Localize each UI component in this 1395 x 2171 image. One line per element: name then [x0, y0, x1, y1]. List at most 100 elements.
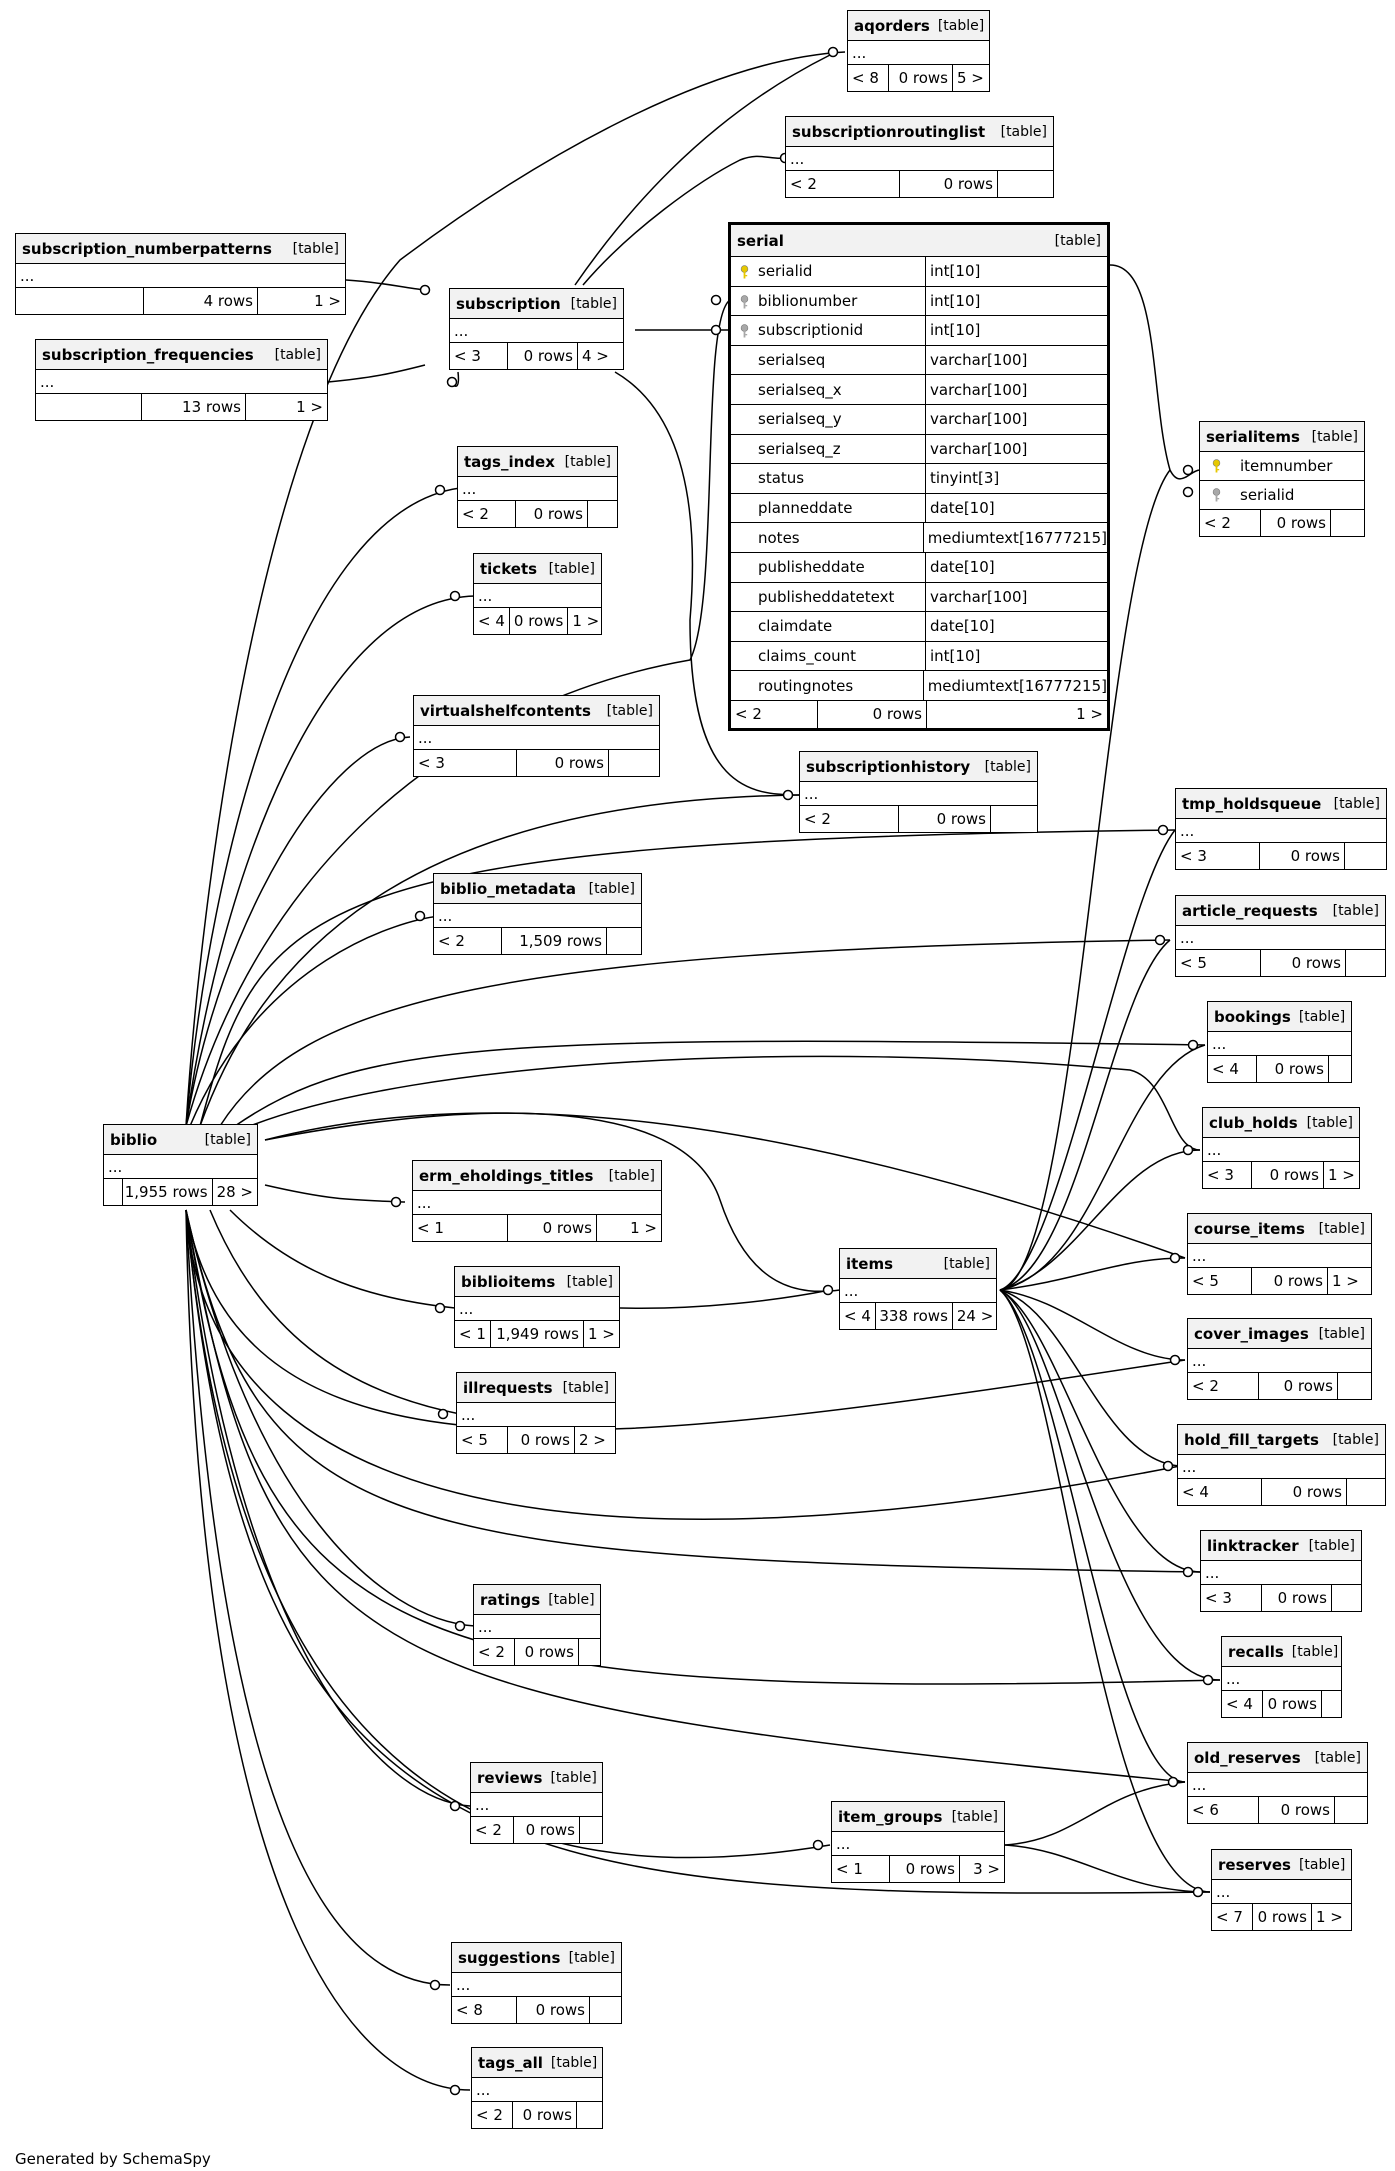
row-count: 338 rows	[874, 1303, 952, 1329]
parents-count: < 2	[438, 932, 465, 950]
table-subscription-frequencies[interactable]: subscription_frequencies[table] ... 13 r…	[35, 339, 328, 421]
parents-count: < 2	[462, 505, 489, 523]
edge-items-serialitems	[999, 469, 1171, 1291]
table-name: serial	[737, 231, 784, 250]
table-name: biblio	[110, 1130, 158, 1149]
parents-count: < 5	[1192, 1272, 1219, 1290]
table-name: old_reserves	[1194, 1748, 1301, 1767]
edge-biblio-aqorders	[185, 51, 846, 1127]
parents-count: < 2	[804, 810, 831, 828]
children-count	[1331, 1585, 1361, 1611]
column-type: varchar[100]	[930, 410, 1028, 429]
column-name: serialseq	[731, 345, 926, 375]
edge-biblio-biblio-metadata	[189, 915, 441, 1127]
children-count	[997, 171, 1053, 197]
column-type: date[10]	[930, 617, 995, 636]
table-tag: [table]	[1332, 902, 1379, 919]
table-tag: [table]	[204, 1131, 251, 1148]
table-tag: [table]	[588, 880, 635, 897]
row-count: 0 rows	[898, 806, 990, 832]
table-tag: [table]	[951, 1808, 998, 1825]
edge-numberpatterns-subscription	[345, 279, 426, 291]
table-tag: [table]	[984, 758, 1031, 775]
row-count: 0 rows	[508, 608, 567, 634]
column-name-text: serialseq_z	[758, 439, 841, 458]
table-columns-collapsed: ...	[1176, 819, 1386, 843]
table-tag: [table]	[1000, 123, 1047, 140]
row-count: 0 rows	[1251, 1268, 1327, 1294]
edge-biblio-course-items	[264, 1112, 1186, 1259]
column-name: serialseq_y	[731, 404, 926, 434]
edge-items-tmp-holdsqueue	[999, 829, 1176, 1291]
serialitems-column-row[interactable]: serialid	[1200, 481, 1364, 510]
table-columns-collapsed: ...	[452, 1973, 621, 1997]
row-count: 0 rows	[515, 501, 587, 527]
edge-biblio-tmp-holdsqueue	[199, 829, 1176, 1127]
table-subscription-numberpatterns[interactable]: subscription_numberpatterns[table] ... 4…	[15, 233, 346, 315]
table-name: subscriptionhistory	[806, 757, 971, 776]
edge-biblio-serial	[185, 299, 731, 1127]
row-count: 0 rows	[817, 700, 926, 728]
table-name: suggestions	[458, 1948, 561, 1967]
table-tag: [table]	[1054, 232, 1101, 249]
column-type: mediumtext[16777215]	[927, 676, 1107, 695]
table-tag: [table]	[564, 453, 611, 470]
table-tag: [table]	[606, 702, 653, 719]
column-name: serialseq_z	[731, 434, 926, 464]
parents-count: < 4	[1182, 1483, 1209, 1501]
parents-count: < 3	[1207, 1166, 1234, 1184]
table-tag: [table]	[548, 560, 595, 577]
column-name: claimdate	[731, 612, 926, 641]
column-name-text: publisheddatetext	[758, 587, 895, 606]
table-columns-collapsed: ...	[1222, 1667, 1341, 1691]
serialitems-column-row[interactable]: itemnumber	[1200, 452, 1364, 481]
table-tag: [table]	[1306, 1114, 1353, 1131]
